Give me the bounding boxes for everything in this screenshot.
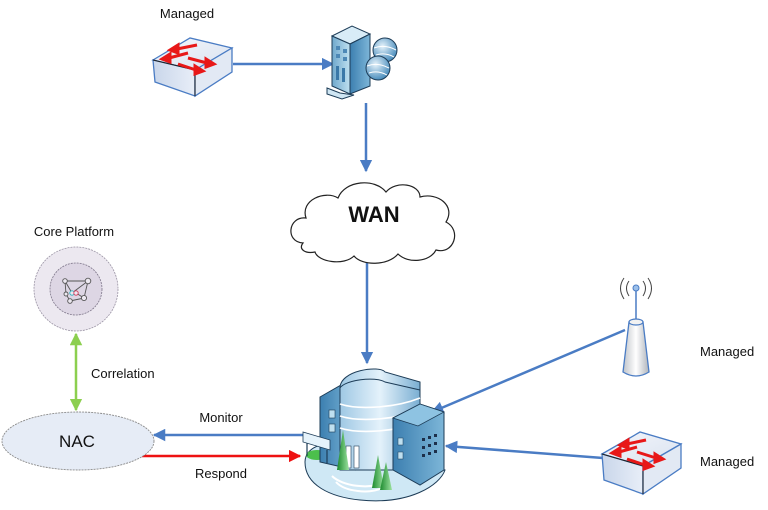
edge-ap-to-headquarters xyxy=(430,328,626,414)
network-switch-icon xyxy=(600,431,683,496)
headquarters-node[interactable] xyxy=(302,368,446,502)
office-building-icon xyxy=(302,368,446,502)
server-node[interactable] xyxy=(326,25,398,100)
web-server-icon xyxy=(326,25,398,100)
network-graph-icon xyxy=(62,277,92,304)
cloud-icon xyxy=(290,182,456,264)
right-switch-node[interactable]: Managed xyxy=(600,431,754,496)
wan-label: WAN xyxy=(348,202,399,227)
wireless-ap-node[interactable]: Managed xyxy=(620,277,755,377)
wireless-access-point-icon xyxy=(620,277,652,377)
nac-label: NAC xyxy=(59,432,95,451)
nac-node[interactable]: NAC xyxy=(1,411,155,471)
right-switch-label: Managed xyxy=(700,454,754,469)
core-platform-label: Core Platform xyxy=(34,224,114,239)
top-switch-node[interactable]: Managed xyxy=(151,6,234,98)
edge-switch-to-headquarters xyxy=(444,440,604,460)
correlation-label: Correlation xyxy=(91,366,155,381)
wan-node[interactable]: WAN xyxy=(290,182,456,264)
top-switch-label: Managed xyxy=(160,6,214,21)
respond-label: Respond xyxy=(195,466,247,481)
network-switch-icon xyxy=(151,37,234,98)
core-platform-node[interactable]: Core Platform xyxy=(33,224,119,332)
monitor-label: Monitor xyxy=(199,410,243,425)
wireless-ap-label: Managed xyxy=(700,344,754,359)
